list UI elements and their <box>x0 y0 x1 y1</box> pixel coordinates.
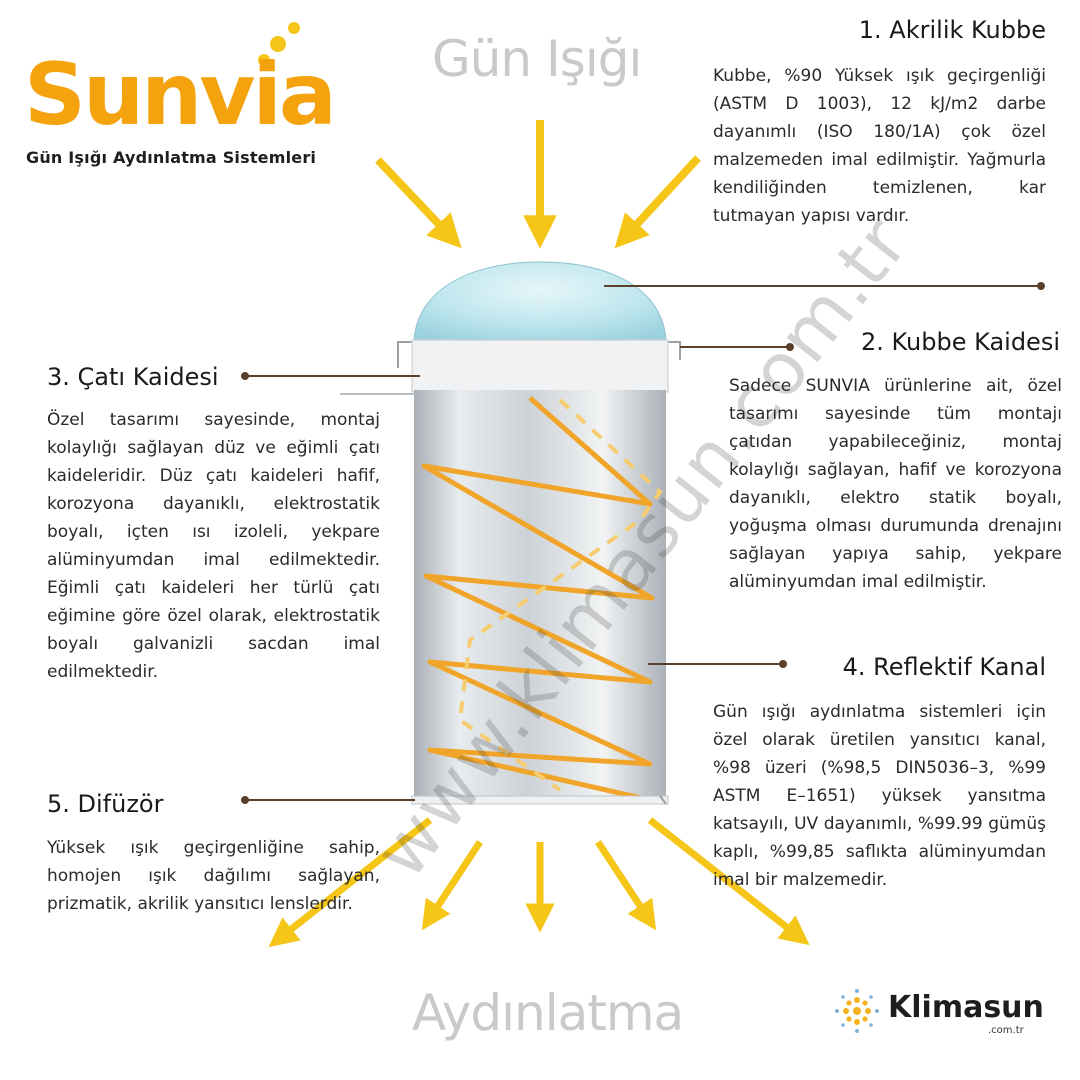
section-3-heading: 3. Çatı Kaidesi <box>47 363 219 391</box>
dome-base <box>411 339 669 393</box>
section-4-text: Gün ışığı aydınlatma sistemleri için öze… <box>713 702 1046 890</box>
section-1-leader <box>604 285 1040 287</box>
incoming-light-arrows <box>375 120 701 249</box>
section-2-leader <box>680 346 790 348</box>
daylight-label: Gün Işığı <box>432 30 642 88</box>
acrylic-dome <box>413 261 667 343</box>
section-1-text: Kubbe, %90 Yüksek ışık geçirgenliği (AST… <box>713 66 1046 226</box>
klimasun-logo-domain: .com.tr <box>988 1025 1024 1036</box>
section-3-text: Özel tasarımı sayesinde, montaj kolaylığ… <box>47 410 380 682</box>
light-rays <box>421 396 655 803</box>
section-2-leader-dot <box>786 343 794 351</box>
section-4-heading: 4. Reflektif Kanal <box>842 653 1046 681</box>
section-5-heading: 5. Difüzör <box>47 790 164 818</box>
light-arrow-right <box>614 155 701 249</box>
section-1-leader-dot <box>1037 282 1045 290</box>
section-3-leader <box>245 375 420 377</box>
section-4-leader-dot <box>779 660 787 668</box>
section-1-heading: 1. Akrilik Kubbe <box>858 16 1046 44</box>
section-2-heading: 2. Kubbe Kaidesi <box>860 328 1060 356</box>
section-4-leader <box>648 663 783 665</box>
illumination-label: Aydınlatma <box>412 984 684 1042</box>
section-5-text: Yüksek ışık geçirgenliğine sahip, homoje… <box>47 838 380 914</box>
light-arrow-left <box>375 157 462 249</box>
klimasun-sun-icon <box>835 989 879 1033</box>
brand-tagline: Gün Işığı Aydınlatma Sistemleri <box>26 148 317 167</box>
brand-sun-dots <box>258 22 300 66</box>
outgoing-light-arrows <box>268 817 810 948</box>
klimasun-logo-text: Klimasun <box>888 990 1044 1025</box>
brand-logo: Sunvia <box>24 45 337 145</box>
section-5-leader <box>245 799 415 801</box>
section-2-text: Sadece SUNVIA ürünlerine ait, özel tasar… <box>729 376 1062 592</box>
